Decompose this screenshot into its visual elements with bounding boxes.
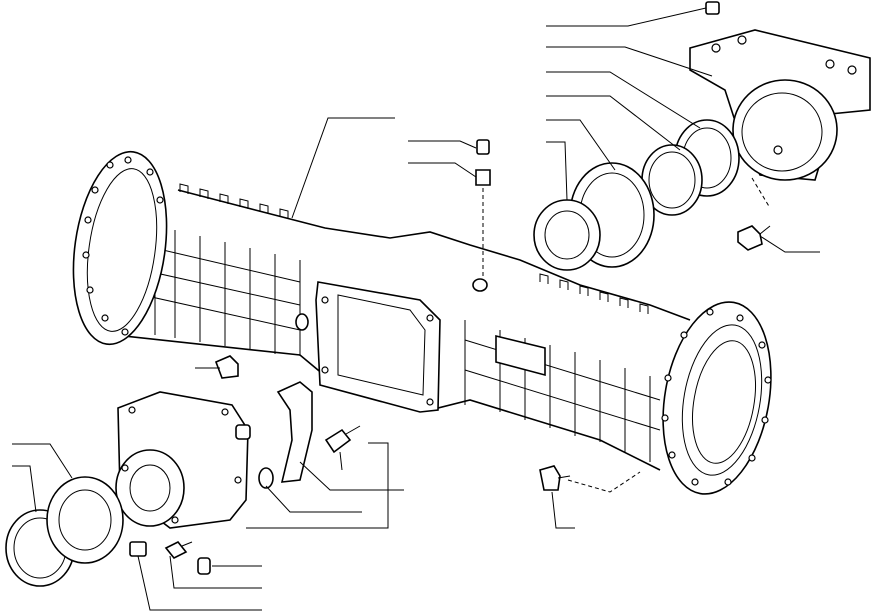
name-plate <box>495 334 546 377</box>
shim-washer <box>46 476 124 564</box>
assembly-line-bracket-screw <box>751 177 771 209</box>
grease-cap <box>476 139 490 155</box>
right-flange-bolt-holes <box>661 308 772 486</box>
thrust-washer <box>533 199 601 271</box>
trunnion-bracket <box>689 29 871 181</box>
assembly-line-side-screw <box>567 471 641 493</box>
grease-nipple <box>475 169 491 186</box>
spacer-bush <box>258 467 274 489</box>
bracket-bore <box>732 79 838 181</box>
dowel-pin <box>197 557 211 575</box>
breather-plug <box>214 355 239 379</box>
carrier-hub <box>115 449 185 527</box>
top-nut <box>705 1 720 15</box>
differential-carrier <box>115 391 251 529</box>
left-flange <box>72 150 168 346</box>
center-opening-flange <box>315 281 441 413</box>
carrier-nut <box>129 541 147 557</box>
right-flange <box>662 301 772 495</box>
body-plug <box>295 313 309 331</box>
top-boss <box>472 278 488 292</box>
leader-lines <box>12 7 820 611</box>
carrier-cover-plate <box>276 381 313 483</box>
axle-housing <box>72 150 772 495</box>
bearing-ring <box>641 144 703 216</box>
cover-bolt <box>324 425 361 454</box>
left-flange-bolt-holes <box>82 156 164 336</box>
carrier-bolt <box>164 540 193 560</box>
side-screw <box>539 465 571 491</box>
bracket-screw <box>737 225 771 251</box>
